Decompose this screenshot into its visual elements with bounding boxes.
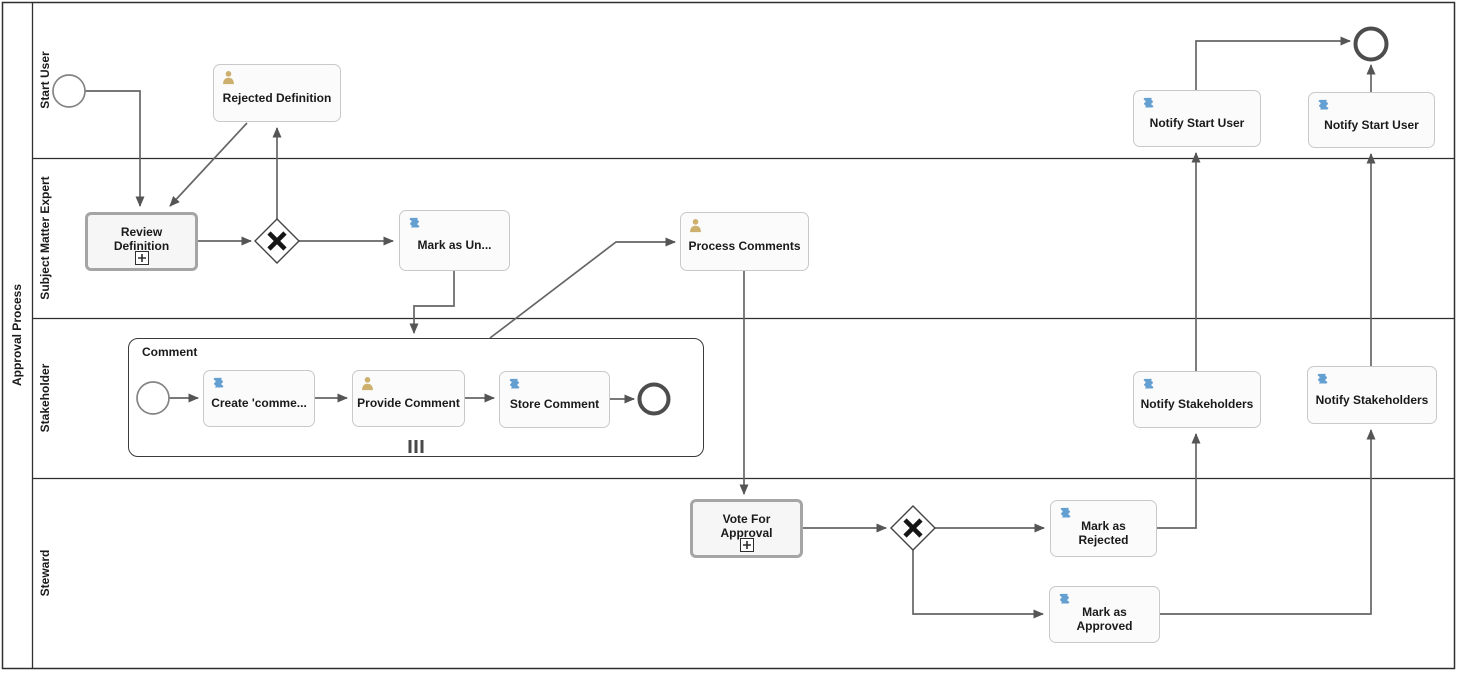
user-icon (688, 218, 703, 233)
exclusive-gateway-1[interactable] (254, 218, 300, 264)
parallel-multi-instance-icon (408, 440, 424, 453)
task-provide-comment[interactable]: Provide Comment (352, 370, 465, 427)
task-notify-stakeholders-right[interactable]: Notify Stakeholders (1307, 366, 1437, 424)
flow-mark-as-rejected-to-notify-stakeholders-left[interactable] (1157, 433, 1201, 529)
task-notify-start-user-left[interactable]: Notify Start User (1133, 90, 1261, 147)
task-label: Vote For Approval (720, 511, 773, 540)
task-label: Mark as Rejected (1078, 519, 1129, 547)
flow-start-to-review-definition[interactable] (85, 90, 145, 207)
script-icon (1316, 98, 1331, 113)
script-icon (507, 377, 522, 392)
task-label: Store Comment (509, 397, 600, 411)
task-mark-as-unapproved[interactable]: Mark as Un... (399, 210, 510, 271)
script-icon (211, 376, 226, 391)
flow-gateway2-to-mark-as-approved[interactable] (912, 550, 1044, 619)
task-vote-for-approval[interactable]: Vote For Approval (690, 499, 803, 558)
task-label: Process Comments (688, 239, 801, 253)
flow-mark-as-unapproved-to-comment-subprocess[interactable] (409, 271, 455, 334)
xor-x-icon (267, 231, 287, 251)
exclusive-gateway-2[interactable] (890, 505, 936, 551)
comment-start-event[interactable] (136, 381, 170, 415)
task-review-definition[interactable]: Review Definition (85, 212, 198, 271)
script-icon (1315, 372, 1330, 387)
start-event[interactable] (52, 74, 86, 108)
plus-icon[interactable] (134, 251, 149, 265)
task-label: Notify Start User (1149, 116, 1245, 130)
user-icon (221, 70, 236, 85)
script-icon (1141, 96, 1156, 111)
task-create-comment[interactable]: Create 'comme... (203, 370, 315, 427)
script-icon (407, 216, 422, 231)
script-icon (1141, 377, 1156, 392)
user-icon (360, 376, 375, 391)
task-rejected-definition[interactable]: Rejected Definition (213, 64, 341, 122)
task-notify-stakeholders-left[interactable]: Notify Stakeholders (1133, 371, 1261, 428)
comment-end-event[interactable] (637, 382, 671, 416)
plus-icon[interactable] (739, 538, 754, 552)
task-store-comment[interactable]: Store Comment (499, 371, 610, 428)
task-label: Review Definition (113, 224, 170, 253)
task-process-comments[interactable]: Process Comments (680, 212, 809, 271)
end-event[interactable] (1353, 26, 1389, 62)
task-label: Notify Start User (1324, 117, 1419, 132)
subprocess-label: Comment (142, 345, 198, 359)
task-notify-start-user-right[interactable]: Notify Start User (1308, 92, 1435, 148)
task-label: Notify Stakeholders (1140, 397, 1254, 411)
flow-comment-subprocess-to-process-comments[interactable] (489, 237, 676, 339)
flow-mark-as-approved-to-notify-stakeholders-right[interactable] (1160, 429, 1376, 615)
xor-x-icon (903, 518, 923, 538)
flow-notify-start-user-left-to-end-event[interactable] (1195, 36, 1351, 90)
task-mark-as-approved[interactable]: Mark as Approved (1049, 586, 1160, 643)
task-mark-as-rejected[interactable]: Mark as Rejected (1050, 500, 1157, 557)
task-label: Rejected Definition (222, 90, 332, 105)
task-label: Notify Stakeholders (1315, 392, 1429, 407)
task-label: Create 'comme... (211, 396, 307, 410)
script-icon (1058, 506, 1073, 521)
flow-rejected-definition-to-review-definition[interactable] (169, 122, 248, 207)
script-icon (1057, 592, 1072, 607)
comment-subprocess[interactable]: Comment (128, 338, 704, 457)
task-label: Mark as Approved (1076, 605, 1133, 633)
task-label: Mark as Un... (417, 238, 492, 252)
task-label: Provide Comment (357, 396, 460, 410)
